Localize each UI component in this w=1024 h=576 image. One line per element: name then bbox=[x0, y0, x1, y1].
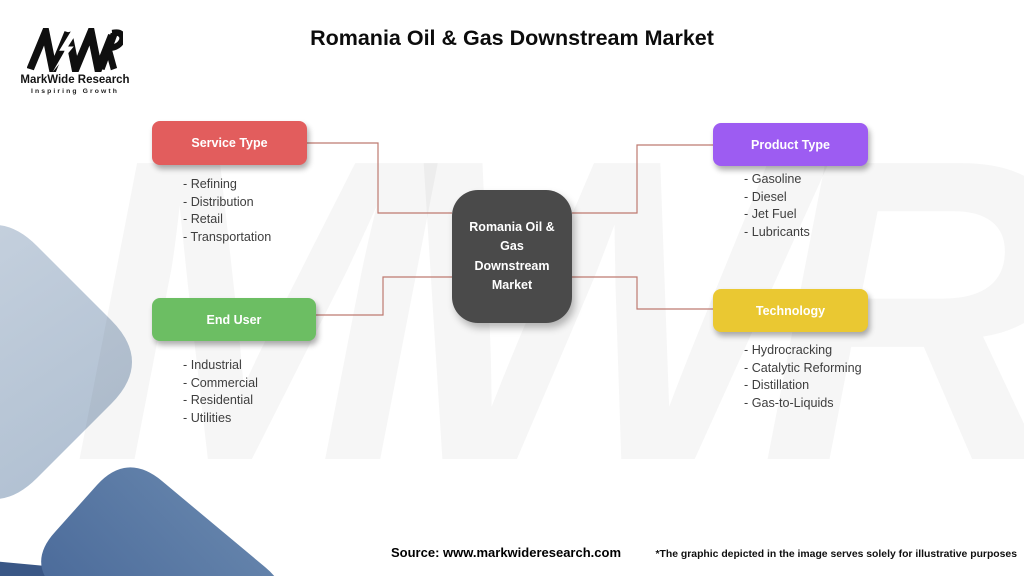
list-item: - Distribution bbox=[183, 194, 254, 209]
connector-technology bbox=[572, 276, 713, 310]
list-item: - Refining bbox=[183, 177, 237, 191]
node-technology-label: Technology bbox=[755, 303, 826, 318]
product-type-items: - Gasoline - Diesel - Jet Fuel - Lubrica… bbox=[744, 171, 810, 241]
page-title: Romania Oil & Gas Downstream Market bbox=[310, 26, 714, 50]
list-item: - Retail bbox=[183, 212, 223, 227]
end-user-items: - Industrial - Commercial - Residential … bbox=[183, 357, 258, 427]
list-item: - Gas-to-Liquids bbox=[744, 395, 834, 410]
decor-diamond-light bbox=[0, 225, 132, 499]
list-item: - Hydrocracking bbox=[744, 343, 833, 357]
list-item: - Jet Fuel bbox=[744, 207, 797, 222]
node-service-type: Service Type bbox=[152, 121, 307, 165]
node-product-type: Product Type bbox=[713, 123, 868, 166]
center-node-label: Romania Oil & Gas Downstream Market bbox=[469, 219, 555, 292]
connector-product-type bbox=[572, 144, 713, 214]
service-type-items: - Refining - Distribution - Retail - Tra… bbox=[183, 176, 271, 246]
node-technology: Technology bbox=[713, 289, 868, 332]
node-end-user: End User bbox=[152, 298, 316, 341]
connector-end-user bbox=[316, 276, 452, 316]
list-item: - Diesel bbox=[744, 189, 787, 204]
center-node: Romania Oil & Gas Downstream Market bbox=[452, 190, 572, 323]
disclaimer-text: *The graphic depicted in the image serve… bbox=[655, 549, 1017, 560]
node-service-type-label: Service Type bbox=[191, 136, 268, 150]
decor-diamond-steel bbox=[41, 467, 275, 576]
node-product-type-label: Product Type bbox=[751, 137, 830, 152]
list-item: - Catalytic Reforming bbox=[744, 360, 862, 375]
markwide-logo: MarkWide Research Inspiring Growth bbox=[16, 28, 134, 95]
list-item: - Industrial bbox=[183, 358, 242, 372]
list-item: - Transportation bbox=[183, 229, 272, 244]
source-text: Source: www.markwideresearch.com bbox=[391, 545, 622, 560]
logo-tagline: Inspiring Growth bbox=[31, 88, 119, 95]
list-item: - Commercial bbox=[183, 375, 258, 390]
list-item: - Utilities bbox=[183, 410, 232, 425]
logo-name: MarkWide Research bbox=[20, 74, 130, 86]
connector-service-type bbox=[307, 142, 452, 214]
list-item: - Residential bbox=[183, 393, 253, 408]
list-item: - Gasoline bbox=[744, 172, 802, 186]
technology-items: - Hydrocracking - Catalytic Reforming - … bbox=[744, 342, 862, 412]
list-item: - Lubricants bbox=[744, 224, 810, 239]
list-item: - Distillation bbox=[744, 378, 810, 393]
decor-diamond-navy bbox=[0, 561, 154, 576]
node-end-user-label: End User bbox=[206, 312, 262, 327]
logo-mark-mwr-icon bbox=[27, 28, 123, 72]
